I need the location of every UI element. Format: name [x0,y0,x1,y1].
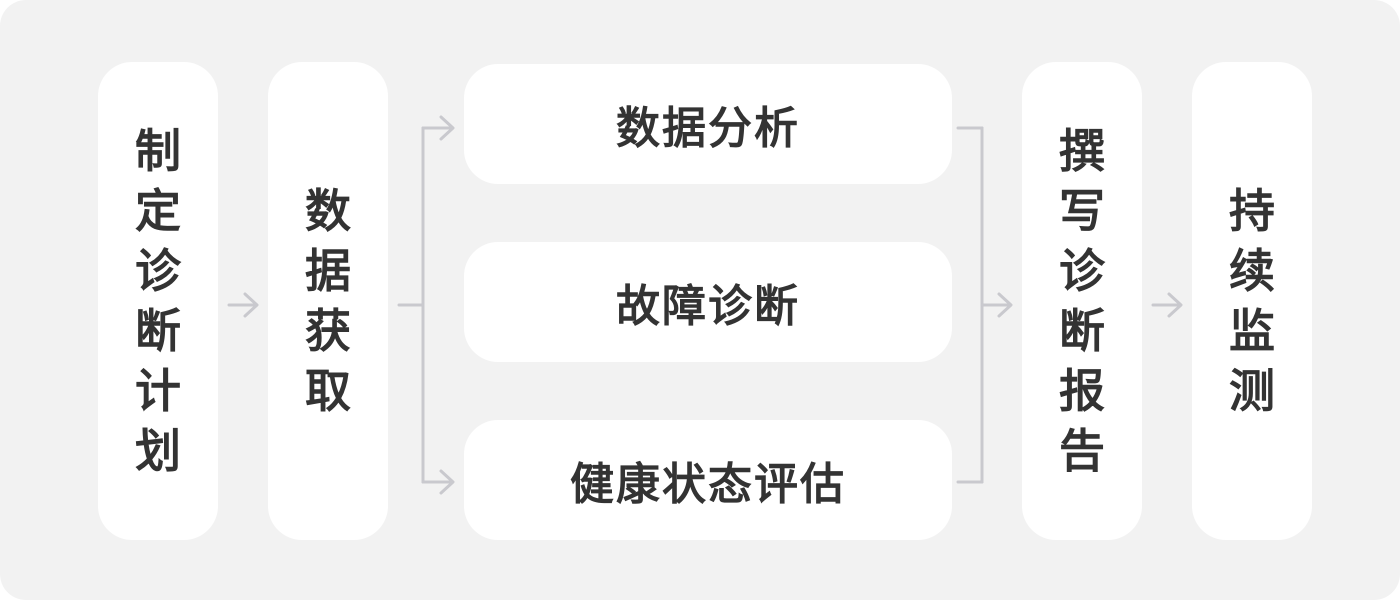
step-monitor-label: 持续监测 [1229,184,1275,418]
step-report-label: 撰写诊断报告 [1059,124,1105,478]
step-acquire: 数据获取 [268,62,388,540]
step-health: 健康状态评估 [464,420,952,540]
step-health-label: 健康状态评估 [570,459,846,510]
step-plan: 制定诊断计划 [98,62,218,540]
step-report: 撰写诊断报告 [1022,62,1142,540]
step-acquire-label: 数据获取 [305,184,351,418]
step-monitor: 持续监测 [1192,62,1312,540]
step-fault-label: 故障诊断 [616,281,800,332]
step-plan-label: 制定诊断计划 [135,124,181,478]
connector-merge [956,126,984,484]
arrow-report-to-monitor [1151,292,1183,318]
arrow-to-analysis [421,115,455,141]
arrow-to-health [421,469,455,495]
connector-acquire-split [397,126,425,484]
step-fault: 故障诊断 [464,242,952,362]
step-analysis-label: 数据分析 [616,103,800,154]
arrow-plan-to-acquire [227,292,259,318]
arrow-to-report [980,292,1013,318]
step-analysis: 数据分析 [464,64,952,184]
